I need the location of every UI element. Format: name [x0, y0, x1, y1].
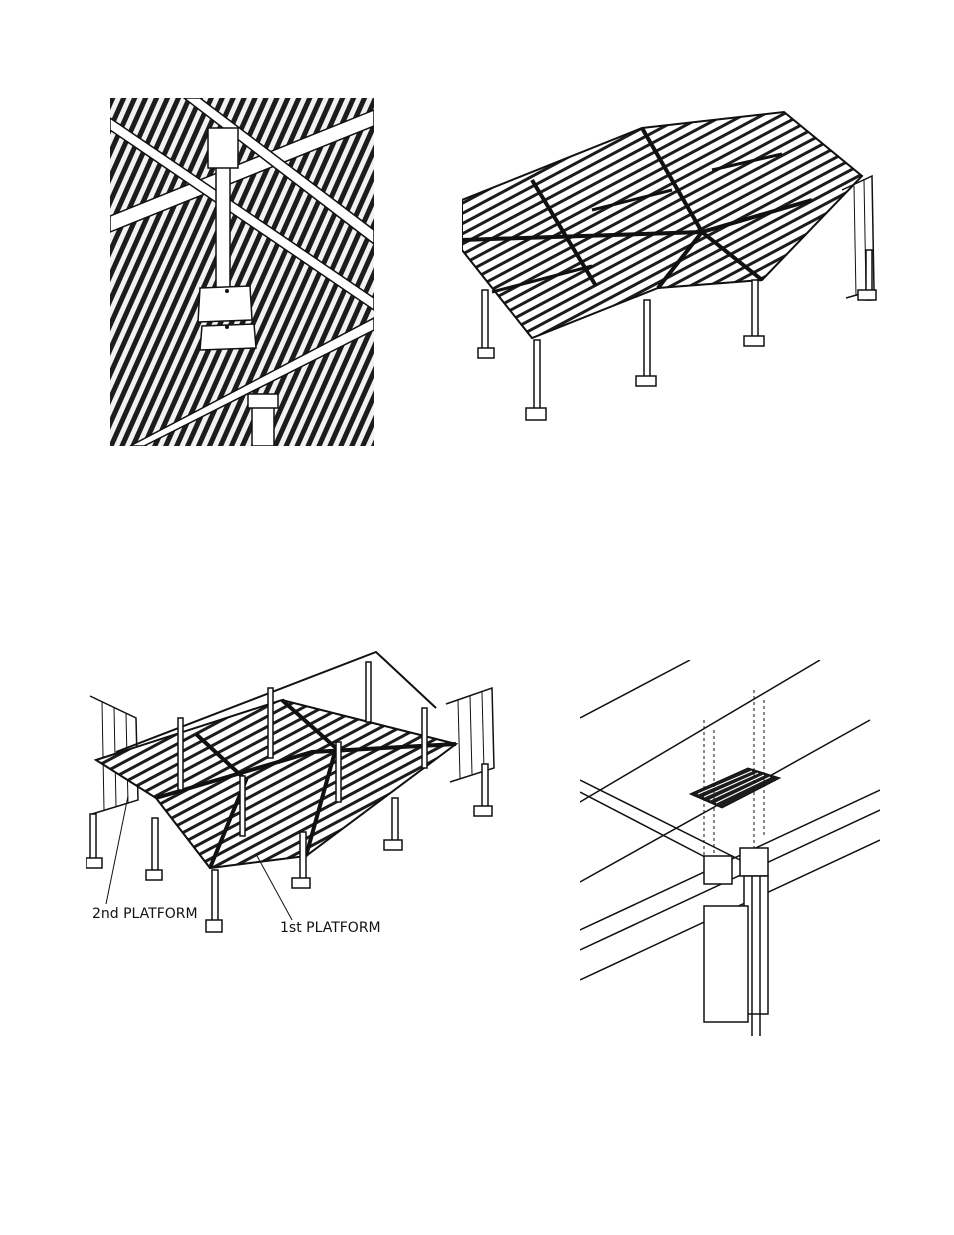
grate-insert-drawing [580, 660, 880, 1036]
first-platform-label: 1st PLATFORM [280, 920, 381, 936]
underside-detail-figure [110, 98, 374, 446]
second-platform-label: 2nd PLATFORM [92, 906, 198, 922]
two-platform-drawing [462, 110, 882, 430]
platform-assembly-drawing [86, 648, 506, 948]
grate-insert-figure [580, 660, 880, 1036]
underside-detail-drawing [110, 98, 374, 446]
platform-assembly-figure [86, 648, 506, 948]
two-platform-figure [462, 110, 882, 430]
